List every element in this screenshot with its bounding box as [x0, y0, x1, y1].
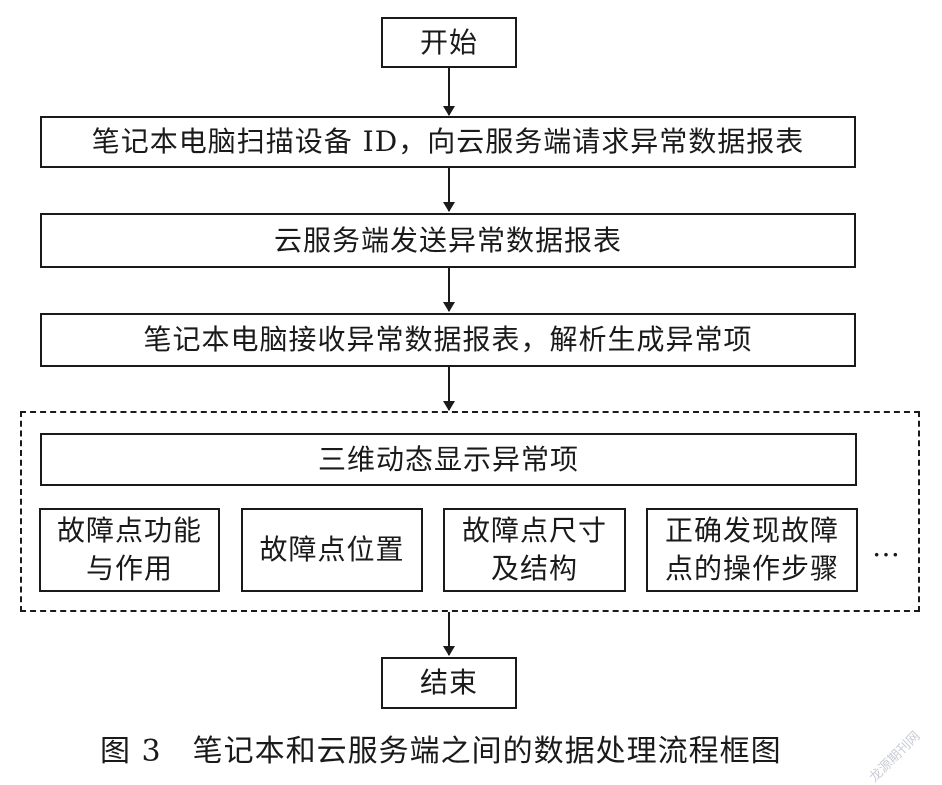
- item-location-box: 故障点位置: [241, 508, 423, 592]
- item-function-line2: 与作用: [85, 552, 173, 585]
- step-scan-request-label: 笔记本电脑扫描设备 ID，向云服务端请求异常数据报表: [91, 125, 805, 159]
- step-cloud-send-label: 云服务端发送异常数据报表: [273, 223, 622, 257]
- item-size-box: 故障点尺寸 及结构: [443, 508, 626, 592]
- step-scan-request: 笔记本电脑扫描设备 ID，向云服务端请求异常数据报表: [40, 116, 856, 168]
- item-size-line2: 及结构: [490, 552, 578, 585]
- start-node-label: 开始: [419, 25, 478, 59]
- end-node: 结束: [381, 657, 517, 709]
- item-steps-box: 正确发现故障 点的操作步骤: [646, 508, 858, 592]
- more-items-ellipsis: …: [872, 530, 900, 563]
- display-anomaly-box: 三维动态显示异常项: [40, 433, 857, 486]
- display-anomaly-label: 三维动态显示异常项: [317, 442, 579, 476]
- item-steps-line2: 点的操作步骤: [664, 552, 839, 585]
- item-function-line1: 故障点功能: [56, 514, 202, 548]
- item-function-box: 故障点功能 与作用: [39, 508, 220, 592]
- step-cloud-send: 云服务端发送异常数据报表: [40, 213, 856, 268]
- item-steps-line1: 正确发现故障: [664, 514, 839, 548]
- item-size-line1: 故障点尺寸: [461, 514, 607, 548]
- figure-caption: 图 3 笔记本和云服务端之间的数据处理流程框图: [100, 734, 782, 769]
- start-node: 开始: [381, 17, 517, 68]
- item-location-line1: 故障点位置: [259, 533, 405, 567]
- step-receive-parse-label: 笔记本电脑接收异常数据报表，解析生成异常项: [143, 323, 753, 357]
- end-node-label: 结束: [419, 666, 478, 700]
- step-receive-parse: 笔记本电脑接收异常数据报表，解析生成异常项: [40, 313, 856, 367]
- display-group: [20, 411, 920, 612]
